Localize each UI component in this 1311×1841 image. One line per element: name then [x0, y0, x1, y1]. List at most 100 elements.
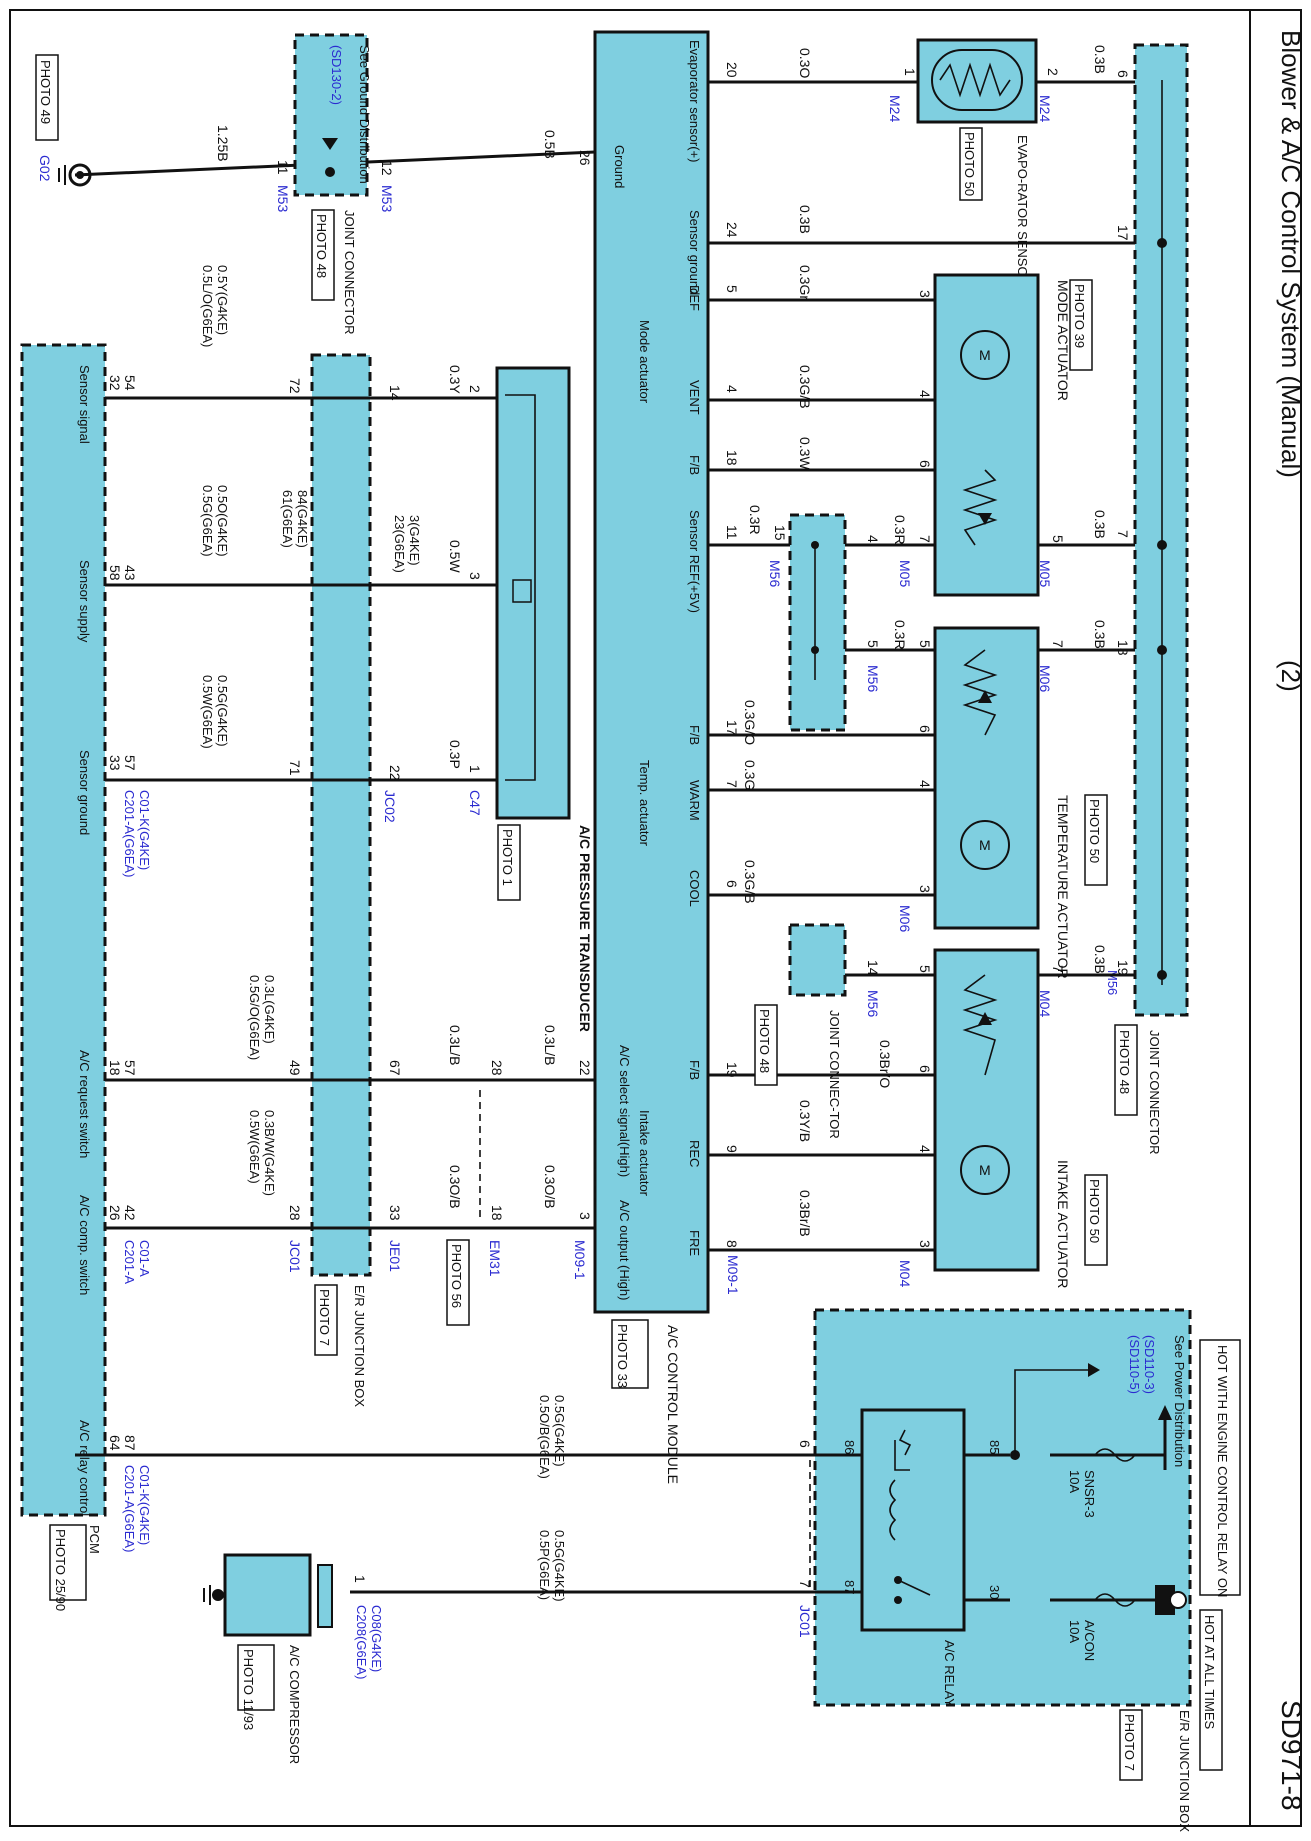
rec-pin: 9 [724, 1145, 740, 1153]
intake-jc-pin: 19 [1115, 960, 1131, 976]
ac-module-name: A/C CONTROL MODULE [665, 1325, 681, 1484]
sensor-ground-pin: 24 [724, 222, 740, 238]
comp-wire1: 0.5G(G4KE) [552, 1530, 567, 1602]
rec-label: REC [687, 1140, 702, 1167]
pcm-photo: PHOTO 25/90 [53, 1529, 68, 1611]
evap-wire-b: 0.3B [1092, 45, 1108, 74]
jc-mid-wire-b: 0.3R [892, 620, 908, 650]
relay-pin-85: 85 [987, 1440, 1002, 1454]
er-left-name: E/R JUNCTION BOX [352, 1285, 367, 1407]
ground-joint-conn-b: M53 [275, 185, 291, 212]
rec-wire: 0.3Y/B [797, 1100, 813, 1142]
ground-point-id: G02 [37, 155, 53, 182]
conn-m09-a: M09-1 [572, 1240, 588, 1280]
pt-name: A/C PRESSURE TRANSDUCER [577, 825, 593, 1032]
acout-pcm-label: A/C comp. switch [77, 1195, 92, 1295]
comp-name: A/C COMPRESSOR [287, 1645, 302, 1764]
temp-pin-ref: 5 [917, 640, 933, 648]
temp-pin-cool: 3 [917, 885, 933, 893]
power-ref-1: (SD110-3) [1142, 1335, 1157, 1394]
mode-actuator-photo: PHOTO 39 [1072, 284, 1087, 348]
ground-joint-photo: PHOTO 48 [314, 214, 329, 278]
evap-pin-b: 2 [1045, 68, 1061, 76]
hot-relay-label: HOT WITH ENGINE CONTROL RELAY ON [1215, 1345, 1230, 1597]
mode-group-label: Mode actuator [637, 320, 652, 404]
comp-conn2: C208(G6EA) [354, 1605, 369, 1679]
mode-jc-pin: 7 [1115, 530, 1131, 538]
acout-pcm-pin-b: 26 [107, 1205, 123, 1221]
cool-label: COOL [687, 870, 702, 907]
sensor-ref-pin: 11 [724, 525, 740, 540]
jc-mid-conn-a: M56 [767, 560, 783, 587]
temp-fb-wire: 0.3G/O [742, 700, 758, 745]
intake-group-label: Intake actuator [637, 1110, 652, 1197]
jc-mid-pin-c: 5 [865, 640, 881, 648]
ground-joint-pin-out: 11 [275, 160, 291, 175]
temp-pin-fb: 6 [917, 725, 933, 733]
pcm-name: PCM [87, 1525, 102, 1554]
ac-module-photo: PHOTO 33 [615, 1324, 630, 1388]
mode-fb-label: F/B [687, 455, 702, 475]
acout-em-pin: 18 [489, 1205, 505, 1221]
intake-conn-a: M04 [1037, 990, 1053, 1017]
acsel-pcm-pin-a: 57 [122, 1060, 138, 1076]
intake-wire-gnd: 0.3B [1092, 945, 1108, 974]
temp-jc-pin: 18 [1115, 640, 1131, 656]
acsel-em-pin: 28 [489, 1060, 505, 1076]
ground-joint-pin-in: 12 [379, 160, 395, 176]
vent-pin: 4 [724, 385, 740, 393]
vent-label: VENT [687, 380, 702, 415]
sensor-ground-wire: 0.3B [797, 205, 813, 234]
jc-mid-pin-d: 14 [865, 960, 881, 976]
mode-wire-gnd: 0.3B [1092, 510, 1108, 539]
comp-wire2: 0.5P(G6EA) [537, 1530, 552, 1600]
page-part: (2) [1276, 660, 1306, 692]
jc-mid-photo: PHOTO 48 [757, 1009, 772, 1073]
conn-em31: EM31 [487, 1240, 503, 1277]
intake-pin-fre: 3 [917, 1240, 933, 1248]
acout-module-pin: 3 [577, 1212, 593, 1220]
ground-joint-name: JOINT CONNECTOR [342, 210, 357, 334]
relay-pin-86: 86 [842, 1440, 857, 1454]
comp-photo: PHOTO 11/93 [241, 1649, 256, 1730]
mode-conn-a: M05 [897, 560, 913, 587]
acout-je-pin: 33 [387, 1205, 403, 1221]
relay-pin-87: 87 [842, 1580, 857, 1594]
jc-mid-conn-c: M56 [865, 990, 881, 1017]
pt-wire-1-pcm-label: Sensor signal [77, 365, 92, 444]
pt-wire-3-pcm-pin-a: 57 [122, 755, 138, 771]
acout-ej-pin: 28 [287, 1205, 303, 1221]
def-label: DEF [687, 285, 702, 311]
conn-em31-photo: PHOTO 56 [449, 1244, 464, 1308]
ground-joint-ref: (SD130-2) [329, 45, 344, 105]
mode-pin-ref: 7 [917, 535, 933, 543]
intake-fb-wire: 0.3Br/O [877, 1040, 893, 1088]
pt-conn: C47 [467, 790, 483, 816]
fre-wire: 0.3Br/B [797, 1190, 813, 1237]
evap-conn-a: M24 [887, 95, 903, 122]
relay-ctrl-pcm-label: A/C relay control [77, 1420, 92, 1516]
pt-wire-2-wire: 0.5W [447, 540, 463, 573]
conn-m09-b: M09-1 [725, 1255, 741, 1295]
pt-wire-2-jc2: 23(G6EA) [392, 515, 407, 573]
cool-wire: 0.3G/B [742, 860, 758, 904]
ac-control-module [593, 30, 710, 1314]
conn-je01: JE01 [387, 1240, 403, 1272]
acsel-pcm-wire1: 0.3L(G4KE) [262, 975, 277, 1044]
diagram-code: SD971-8 [1276, 1700, 1307, 1811]
pt-wire-3-pin: 1 [467, 765, 483, 773]
pt-wire-2-pin: 3 [467, 572, 483, 580]
fre-label: FRE [687, 1230, 702, 1256]
temp-motor-symbol: M [979, 837, 991, 853]
acsel-ej-pin: 49 [287, 1060, 303, 1076]
intake-pin-ref: 5 [917, 965, 933, 973]
temp-fb-label: F/B [687, 725, 702, 745]
diagram-title: Blower & A/C Control System (Manual) [1276, 30, 1306, 478]
evap-wire: 0.3O [797, 48, 813, 78]
relay-ctrl-pcm-pin-a: 87 [122, 1435, 138, 1451]
fre-pin: 8 [724, 1240, 740, 1248]
mode-actuator-name: MODE ACTUATOR [1055, 280, 1071, 401]
pt-wire-1-pcm-wire1: 0.5Y(G4KE) [215, 265, 230, 335]
acout-module-label: A/C output (High) [617, 1200, 632, 1300]
ground-joint-note: See Ground Distribution [357, 45, 372, 184]
